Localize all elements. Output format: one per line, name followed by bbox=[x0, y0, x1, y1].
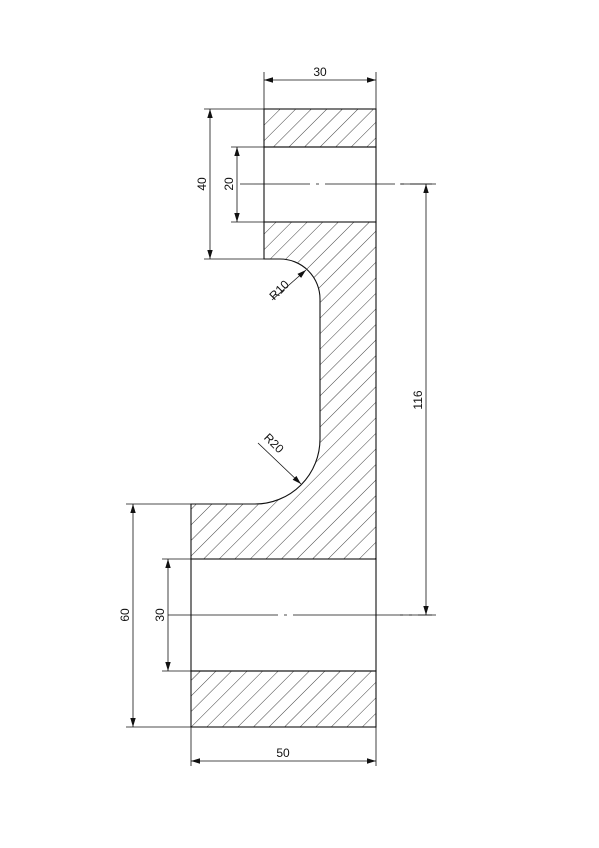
dim-radius-small: R10 bbox=[266, 269, 307, 303]
dimensions: 30 40 20 R10 R20 bbox=[118, 65, 436, 766]
dim-bottom-bore: 30 bbox=[153, 558, 191, 672]
dim-top-bore: 20 bbox=[222, 146, 264, 223]
dim-bottom-width: 50 bbox=[190, 727, 377, 766]
dim-radius-large-label: R20 bbox=[261, 430, 287, 456]
bottom-hatch-lower bbox=[190, 670, 377, 728]
dim-center-distance: 116 bbox=[400, 183, 436, 616]
dim-top-height: 40 bbox=[195, 108, 264, 260]
dim-top-width-label: 30 bbox=[313, 65, 327, 79]
dim-bottom-height: 60 bbox=[118, 503, 191, 728]
dim-top-bore-label: 20 bbox=[222, 177, 236, 191]
dim-bottom-height-label: 60 bbox=[118, 608, 132, 622]
dim-center-distance-label: 116 bbox=[411, 390, 425, 409]
dim-bottom-width-label: 50 bbox=[276, 746, 290, 760]
main-body-hatch bbox=[190, 221, 377, 560]
dim-radius-small-label: R10 bbox=[266, 277, 292, 303]
top-hatch-upper bbox=[263, 108, 377, 148]
dim-top-height-label: 40 bbox=[195, 177, 209, 191]
center-lines bbox=[168, 183, 432, 616]
part-section bbox=[190, 108, 377, 728]
dim-bottom-bore-label: 30 bbox=[153, 608, 167, 622]
dim-top-width: 30 bbox=[263, 65, 377, 109]
top-bore bbox=[263, 146, 377, 223]
dim-radius-large: R20 bbox=[257, 430, 302, 485]
